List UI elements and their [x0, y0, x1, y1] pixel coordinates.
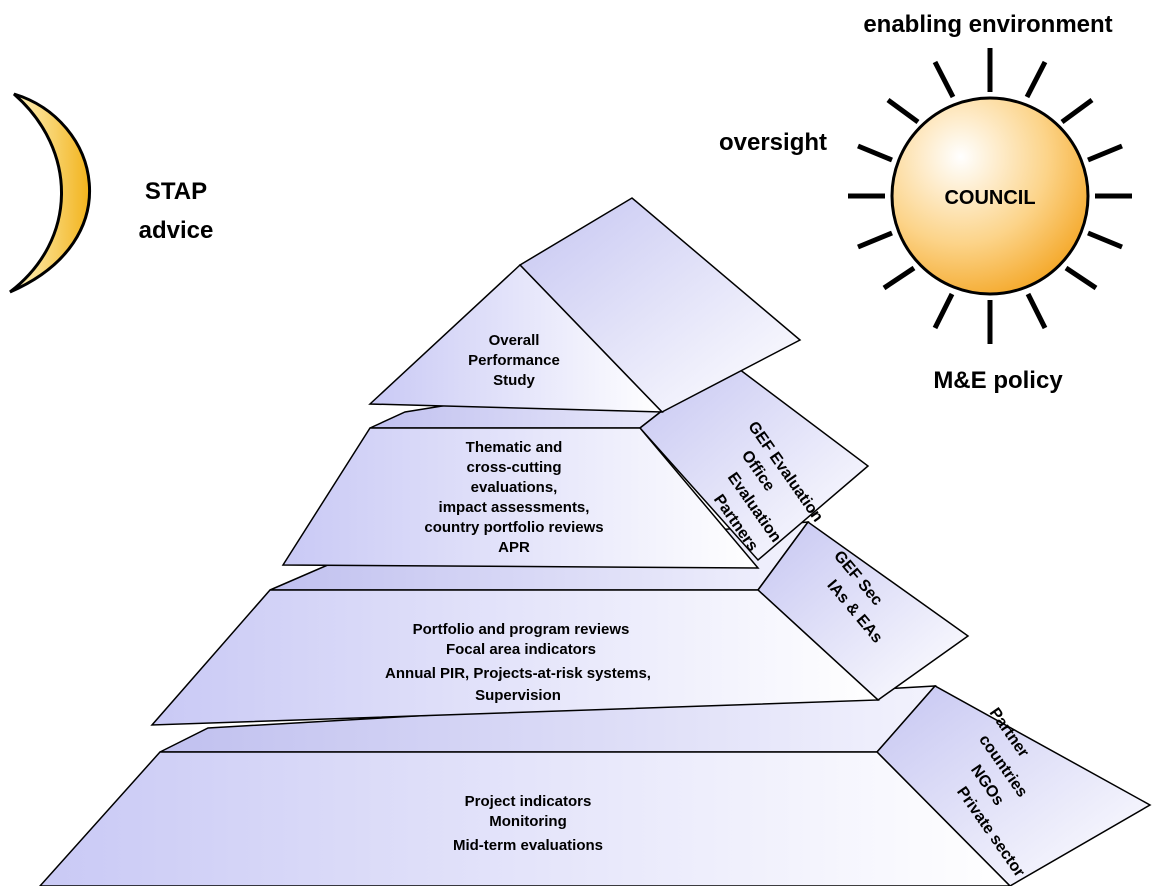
pyramid-tier-4	[38, 685, 1152, 886]
sun-rays	[848, 48, 1132, 344]
tier1-line1: Overall	[489, 332, 540, 349]
moon-icon	[9, 92, 92, 294]
sun-icon	[890, 96, 1090, 296]
council-title: COUNCIL	[944, 187, 1035, 209]
tier3-line1: Portfolio and program reviews	[413, 621, 630, 638]
tier4-line3: Mid-term evaluations	[453, 837, 603, 854]
tier3-line2: Focal area indicators	[446, 641, 596, 658]
tier3-line3: Annual PIR, Projects-at-risk systems,	[385, 665, 651, 682]
tier4-line2: Monitoring	[489, 813, 566, 830]
council-bottom-label: M&E policy	[933, 367, 1063, 394]
tier1-line3: Study	[493, 372, 535, 389]
tier1-line2: Performance	[468, 352, 560, 369]
council-left-label: oversight	[719, 129, 827, 156]
tier2-line6: APR	[498, 539, 530, 556]
tier2-line2: cross-cutting	[466, 459, 561, 476]
tier4-line1: Project indicators	[465, 793, 592, 810]
tier2-line1: Thematic and	[466, 439, 563, 456]
stap-label-line1: STAP	[145, 178, 207, 205]
council-top-label: enabling environment	[863, 11, 1112, 38]
pyramid-apex	[368, 197, 802, 413]
tier2-line3: evaluations,	[471, 479, 558, 496]
tier2-line4: impact assessments,	[439, 499, 590, 516]
stap-label-line2: advice	[139, 217, 214, 244]
tier2-line5: country portfolio reviews	[424, 519, 603, 536]
tier3-line4: Supervision	[475, 687, 561, 704]
